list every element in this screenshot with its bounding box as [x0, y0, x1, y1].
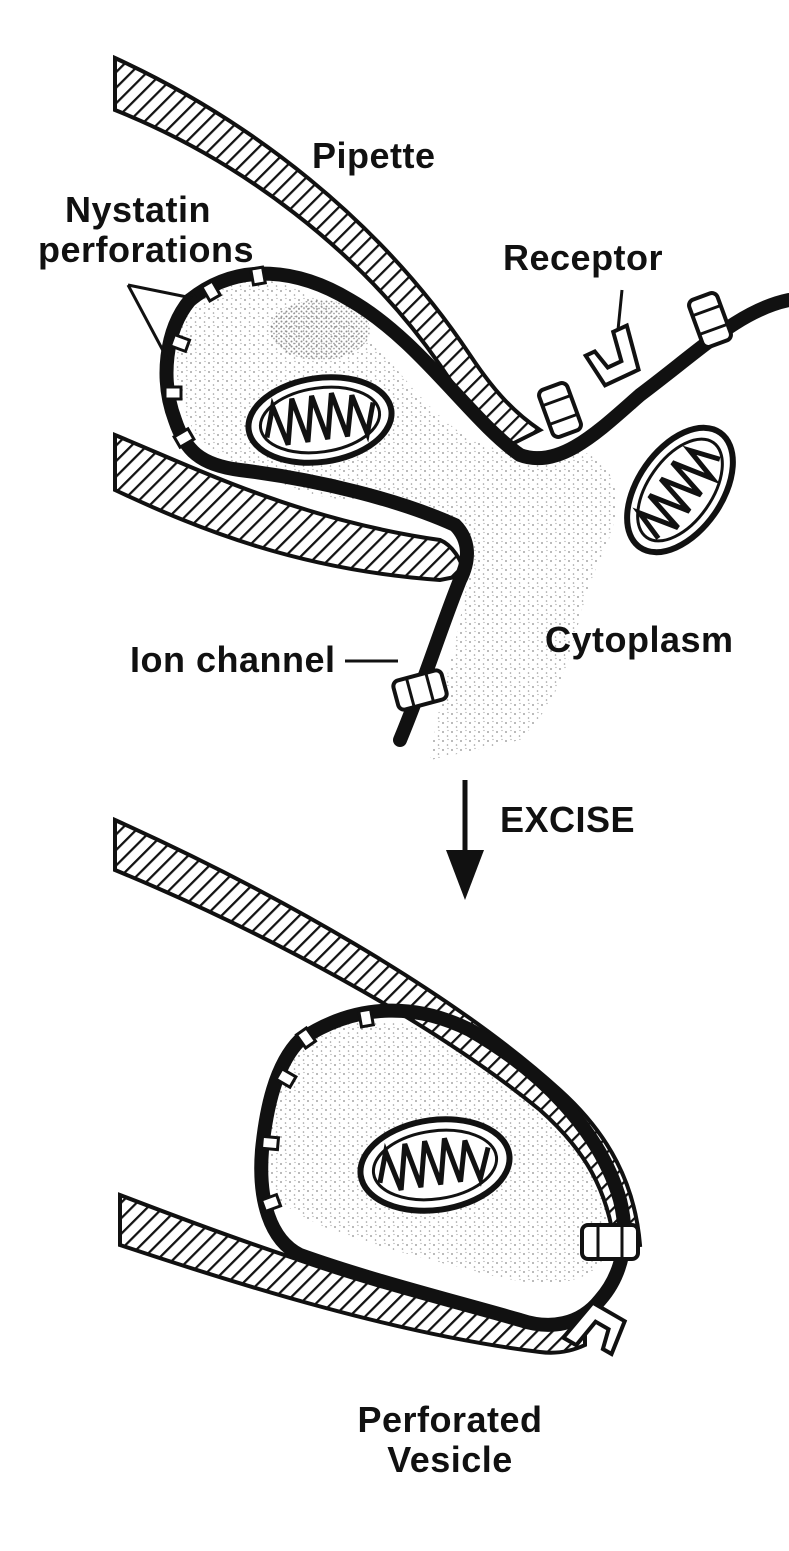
dense-stipple	[270, 300, 370, 360]
excise-label: EXCISE	[500, 799, 636, 840]
vesicle-ion-channel	[580, 1223, 640, 1261]
ion-channel-lower	[391, 668, 449, 712]
receptor-shape	[582, 322, 641, 388]
cell-membrane	[183, 266, 789, 466]
cytoplasm-label: Cytoplasm	[545, 619, 734, 660]
nystatin-label-line1: Nystatin	[64, 189, 212, 230]
vesicle-pores	[259, 1007, 376, 1214]
bottom-panel	[113, 816, 643, 1357]
ion-channel-top	[537, 381, 583, 439]
ion-channel-label: Ion channel	[130, 639, 336, 680]
excise-arrow	[446, 780, 484, 900]
patch-membrane-left	[159, 293, 474, 747]
nystatin-pointer-lines	[126, 283, 193, 361]
pipette-label: Pipette	[312, 135, 436, 176]
nystatin-label: Nystatin perforations	[38, 189, 255, 270]
nystatin-pores	[163, 265, 268, 450]
top-panel	[113, 54, 789, 760]
mitochondrion-patch	[245, 374, 395, 466]
perforated-vesicle-label: Perforated Vesicle	[330, 1400, 570, 1480]
mitochondrion-cell	[624, 424, 736, 556]
mitochondrion-vesicle	[357, 1116, 513, 1214]
vesicle-membrane	[254, 1003, 632, 1332]
vesicle-receptor	[560, 1300, 628, 1357]
receptor-pointer	[616, 289, 624, 331]
perforated-label-line1: Perforated	[357, 1399, 543, 1440]
pipette-lower-wall	[113, 432, 468, 583]
receptor-label: Receptor	[503, 237, 664, 278]
perforated-label-line2: Vesicle	[387, 1439, 513, 1480]
ion-channel-right	[687, 291, 733, 349]
nystatin-label-line2: perforations	[38, 229, 255, 270]
pipette-upper-wall	[113, 54, 544, 448]
